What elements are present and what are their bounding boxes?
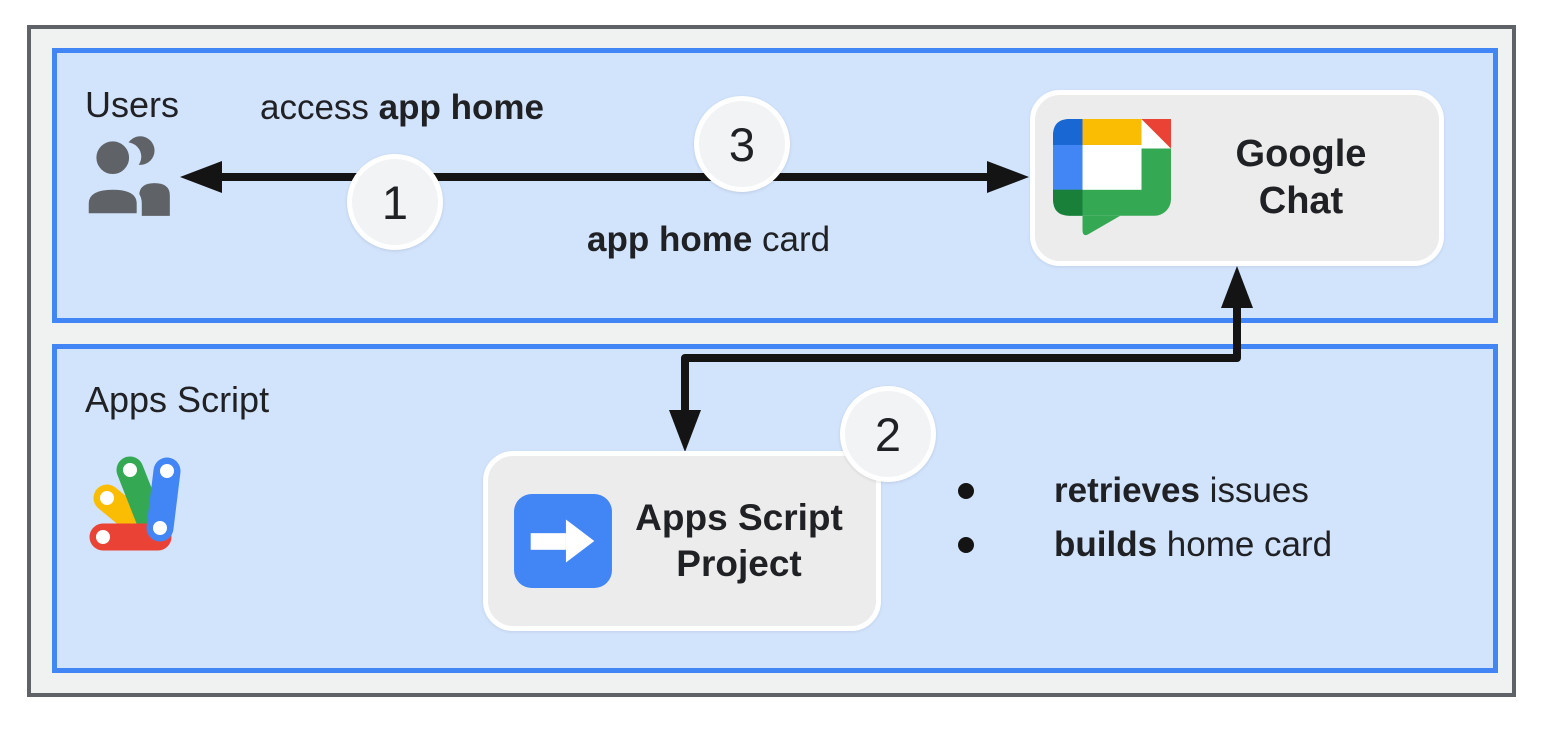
edge-label-access-app-home: access app home — [260, 87, 544, 129]
bullet-dot — [958, 483, 974, 499]
google-chat-label-line1: Google — [1235, 133, 1367, 175]
google-chat-node: Google Chat — [1030, 90, 1444, 266]
apps-script-project-label: Apps Script Project — [612, 495, 876, 587]
step-1-number: 1 — [381, 175, 409, 229]
apps-script-project-label-line1: Apps Script — [635, 497, 843, 538]
step-2-number: 2 — [874, 407, 902, 461]
google-chat-label-line2: Chat — [1258, 180, 1344, 222]
step-circle-3: 3 — [694, 96, 790, 192]
edge-label-access-bold: app home — [378, 88, 544, 127]
step-3-number: 3 — [728, 117, 756, 171]
apps-script-project-node: Apps Script Project — [483, 451, 881, 631]
project-actions-list: retrieves issues builds home card — [946, 464, 1332, 572]
apps-script-logo-icon — [89, 456, 181, 551]
bullet-1-bold: retrieves — [1054, 471, 1200, 510]
bullet-2-bold: builds — [1054, 525, 1158, 564]
apps-script-project-label-line2: Project — [676, 543, 802, 584]
bullet-2-normal: home card — [1157, 525, 1333, 564]
right-arrow-icon — [514, 494, 612, 588]
google-chat-label: Google Chat — [1171, 131, 1439, 225]
step-circle-1: 1 — [347, 154, 443, 250]
edge-label-app-home-card: app home card — [587, 219, 830, 261]
list-item: builds home card — [946, 518, 1332, 572]
bullet-text: builds home card — [1054, 525, 1332, 565]
bullet-dot — [958, 537, 974, 553]
edge-label-card-normal: card — [752, 220, 831, 259]
list-item: retrieves issues — [946, 464, 1332, 518]
users-people-icon — [83, 136, 170, 216]
bullet-text: retrieves issues — [1054, 471, 1309, 511]
bullet-1-normal: issues — [1199, 471, 1309, 510]
edge-label-card-bold: app home — [587, 220, 753, 259]
section-users-title: Users — [85, 84, 180, 125]
step-circle-2: 2 — [840, 386, 936, 482]
section-apps-script-title: Apps Script — [85, 379, 270, 420]
edge-label-access-normal: access — [260, 88, 379, 127]
google-chat-icon — [1053, 119, 1171, 236]
